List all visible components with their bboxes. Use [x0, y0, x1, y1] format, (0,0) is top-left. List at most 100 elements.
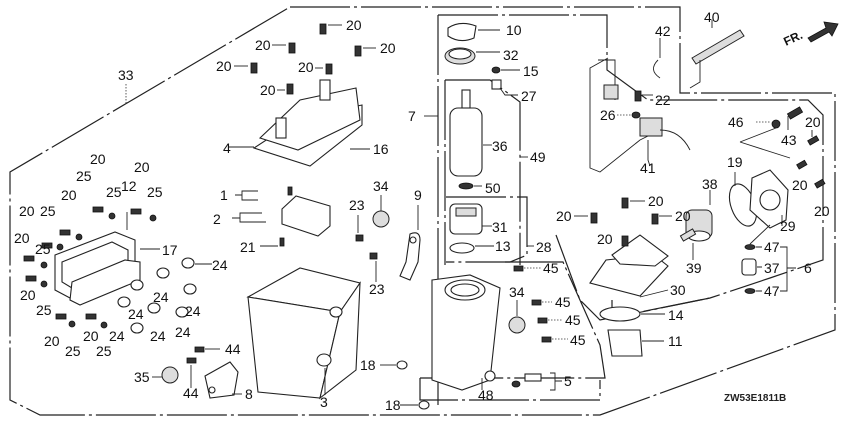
- callout: 20: [792, 177, 808, 193]
- callout: 31: [492, 219, 508, 235]
- bushings-24: [117, 257, 212, 334]
- callout: 4: [223, 140, 231, 156]
- part-2-module: [232, 186, 331, 247]
- callout: 40: [704, 9, 720, 25]
- callout: 1: [220, 187, 228, 203]
- part-42-clip: [653, 59, 661, 79]
- callout: 36: [492, 138, 508, 154]
- callout: 49: [530, 149, 546, 165]
- callout: 20: [90, 151, 106, 167]
- callout: 20: [648, 193, 664, 209]
- front-direction-indicator: FR.: [781, 21, 839, 49]
- callout: 34: [373, 178, 389, 194]
- left-bolts: [23, 206, 157, 329]
- callout: 30: [670, 282, 686, 298]
- part-50-washer: [458, 182, 482, 190]
- callout: 25: [76, 168, 92, 184]
- callout: 47: [764, 239, 780, 255]
- part-32-ring: [444, 47, 500, 65]
- callout: 45: [555, 294, 571, 310]
- callout: 27: [521, 88, 537, 104]
- callout: 42: [655, 23, 671, 39]
- callout: 24: [175, 324, 191, 340]
- part-15-oring: [491, 66, 520, 74]
- callout: 20: [255, 37, 271, 53]
- part-5-valve: [511, 372, 562, 391]
- callout: 20: [805, 114, 821, 130]
- callout: 18: [385, 397, 401, 413]
- callout: 20: [216, 58, 232, 74]
- boundary-49: [445, 79, 521, 265]
- washer-26: [617, 111, 641, 119]
- callout: 20: [19, 203, 35, 219]
- callout: 20: [675, 208, 691, 224]
- callout: 48: [478, 387, 494, 403]
- callout: 16: [373, 141, 389, 157]
- callout: 24: [109, 328, 125, 344]
- callout-labels: 33 20 20 20 20 20 20 4 16 7 1 2 21 34 23…: [14, 9, 830, 413]
- callout: 24: [212, 257, 228, 273]
- callout: 23: [349, 197, 365, 213]
- callout: 24: [150, 328, 166, 344]
- callout: 20: [20, 287, 36, 303]
- callout: 20: [380, 40, 396, 56]
- callout: 25: [36, 302, 52, 318]
- callout: 23: [369, 281, 385, 297]
- callout: 25: [96, 343, 112, 359]
- part-41-hose: [589, 57, 691, 173]
- callout: 39: [686, 260, 702, 276]
- callout: 50: [485, 180, 501, 196]
- callout: 10: [506, 22, 522, 38]
- callout: 43: [781, 132, 797, 148]
- callout: 24: [153, 289, 169, 305]
- callout: 25: [40, 203, 56, 219]
- bolt-23b: [369, 252, 378, 282]
- callout: 28: [536, 239, 552, 255]
- callout: 2: [213, 211, 221, 227]
- part-35-gear: [152, 366, 179, 384]
- part-40-spring: [689, 20, 745, 89]
- callout: 37: [764, 260, 780, 276]
- callout: 24: [128, 306, 144, 322]
- callout: 26: [600, 107, 616, 123]
- callout: 45: [570, 332, 586, 348]
- bolts-44: [186, 346, 220, 388]
- callout: 7: [408, 108, 416, 124]
- part-9-bracket: [399, 205, 421, 281]
- part-4-cover: [228, 79, 370, 167]
- callout: 41: [640, 160, 656, 176]
- callout: 18: [360, 357, 376, 373]
- callout: 8: [245, 386, 253, 402]
- bolt-22: [634, 90, 653, 102]
- callout: 17: [162, 242, 178, 258]
- callout: 12: [121, 178, 137, 194]
- callout: 38: [702, 176, 718, 192]
- seals-18: [380, 360, 430, 410]
- callout: 32: [503, 47, 519, 63]
- callout: 25: [35, 241, 51, 257]
- part-14-oring: [599, 306, 665, 322]
- callout: 29: [780, 218, 796, 234]
- part-8-bracket: [204, 361, 242, 399]
- callout: 20: [597, 231, 613, 247]
- bolt-23a: [355, 215, 364, 242]
- bolts-20-top: [234, 23, 376, 95]
- callout: 3: [320, 394, 328, 410]
- boundary-30: [555, 234, 711, 321]
- callout: 45: [565, 312, 581, 328]
- callout: 45: [543, 260, 559, 276]
- callout: 20: [61, 187, 77, 203]
- callout: 13: [495, 238, 511, 254]
- boundary-28: [446, 196, 528, 263]
- part-36-fuel-pump: [449, 89, 492, 177]
- callout: 25: [147, 184, 163, 200]
- bolts-20-center: [574, 197, 672, 247]
- fr-label: FR.: [781, 28, 804, 49]
- callout: 33: [118, 67, 134, 83]
- callout: 20: [556, 208, 572, 224]
- callout: 14: [668, 307, 684, 323]
- callout: 25: [65, 343, 81, 359]
- callout: 20: [14, 230, 30, 246]
